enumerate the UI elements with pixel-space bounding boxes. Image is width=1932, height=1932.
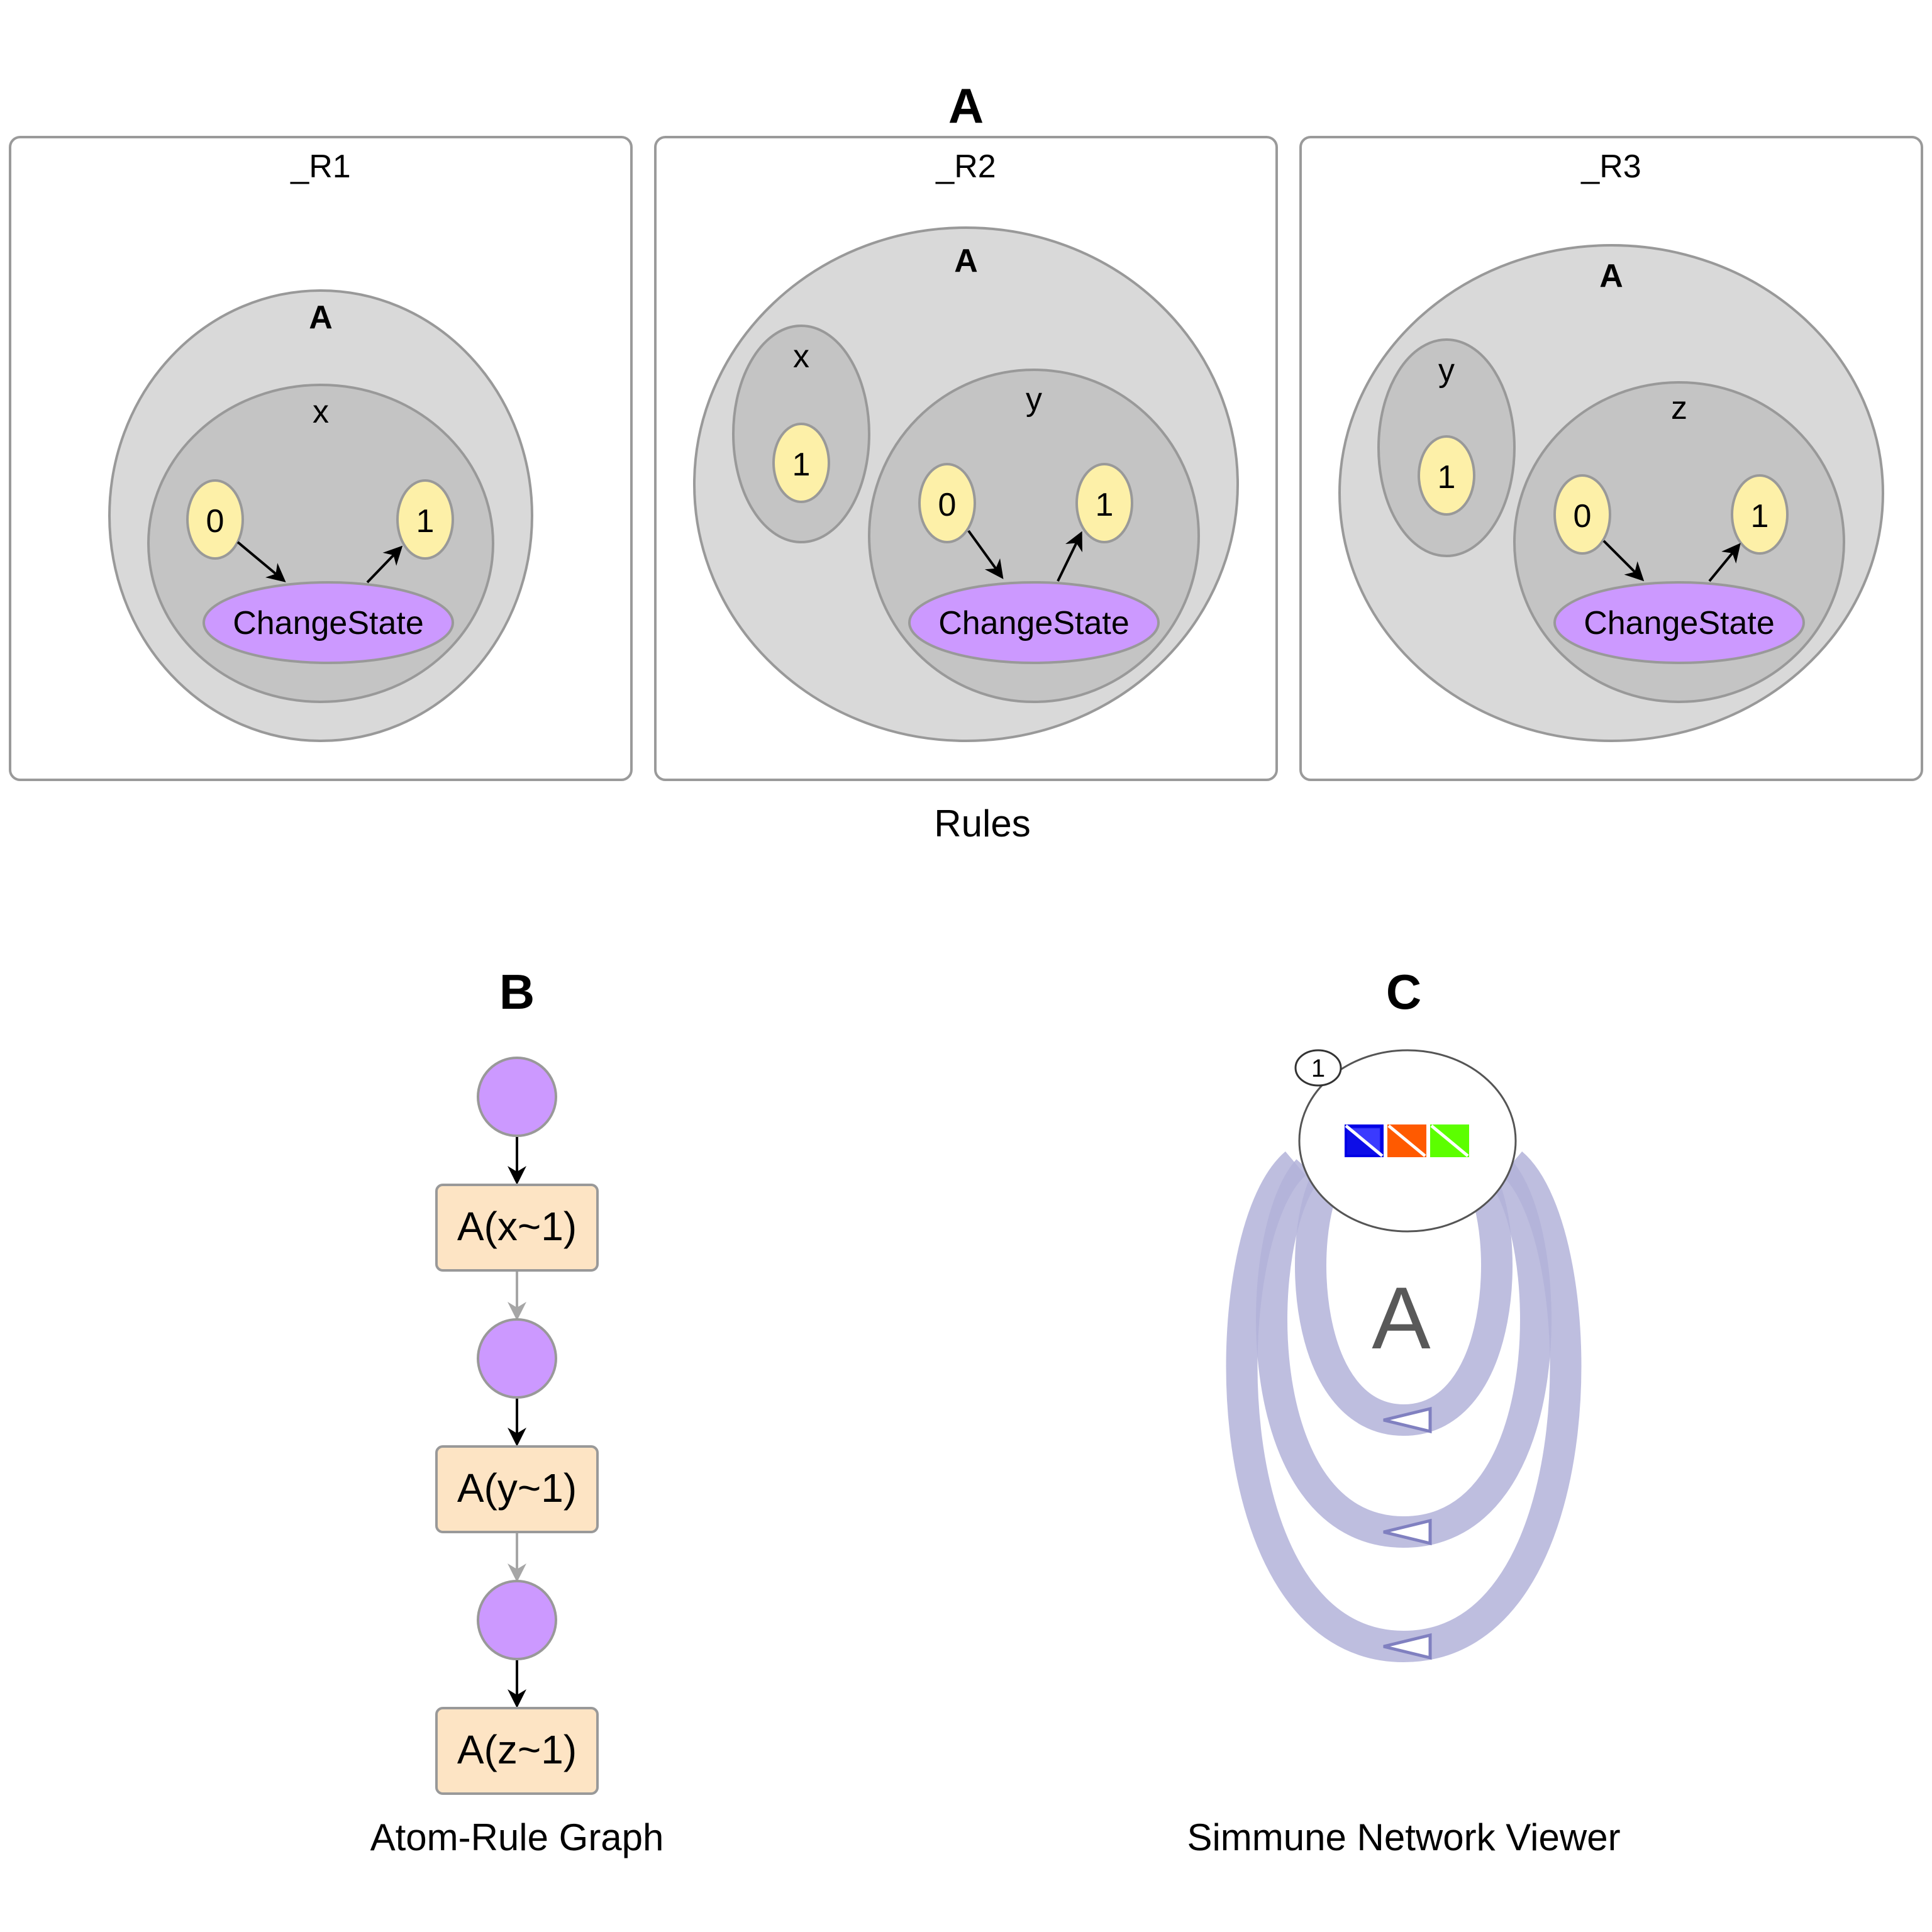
- panel-a: A _R1 A x 0 1 ChangeState _R2 A x: [9, 78, 1923, 845]
- arrow-action-to-state1-r1: [366, 545, 403, 584]
- panel-a-caption: Rules: [934, 802, 1030, 845]
- arrow-action-to-state1-r2: [1057, 531, 1082, 582]
- context-state-1-r3: [1418, 435, 1475, 516]
- rule-box-r3: _R3 A y 1 z 0 1 ChangeState: [1299, 136, 1923, 781]
- rule-node-2: [477, 1318, 557, 1399]
- panel-c: C A: [1187, 964, 1620, 1858]
- state-1-r2: [1075, 463, 1133, 543]
- panel-b: B A(x~1) A(y~1) A(z~1) Atom-Rule Graph: [370, 964, 664, 1858]
- arrow-state0-to-action-r1: [236, 541, 286, 582]
- rule-node-1: [477, 1057, 557, 1137]
- action-changestate-r1-label: ChangeState: [233, 605, 424, 641]
- action-changestate-r2-label: ChangeState: [938, 605, 1130, 641]
- action-changestate-r2: [908, 581, 1160, 664]
- loop-arrowhead-2: [1383, 1518, 1432, 1546]
- state-indicator-blue: [1345, 1124, 1384, 1157]
- rule-r2-title: _R2: [935, 148, 996, 185]
- node-count-badge: [1294, 1049, 1342, 1087]
- atom-node-1: [435, 1184, 599, 1272]
- state-1-r1: [396, 479, 454, 560]
- state-1-r1-label: 1: [416, 503, 435, 540]
- site-x-r1-label: x: [313, 394, 329, 430]
- state-indicator-blue-diag: [1345, 1124, 1384, 1157]
- state-1-r3-label: 1: [1751, 498, 1769, 535]
- rule-box-r1: _R1 A x 0 1 ChangeState: [9, 136, 633, 781]
- node-count-badge-label: 1: [1311, 1055, 1325, 1082]
- action-changestate-r1: [203, 581, 454, 664]
- state-0-r2-label: 0: [938, 487, 957, 523]
- panel-b-letter: B: [499, 964, 535, 1019]
- context-state-1-r2: [772, 423, 830, 503]
- loop-arrowhead-3: [1383, 1633, 1432, 1660]
- rule-box-r2: _R2 A x 1 y 0 1 ChangeState: [654, 136, 1278, 781]
- agent-a-r2-label: A: [954, 243, 978, 279]
- rule-r1-title: _R1: [290, 148, 350, 185]
- agent-a-r3-label: A: [1599, 258, 1623, 294]
- atom-node-1-label: A(x~1): [457, 1204, 577, 1249]
- panel-a-letter: A: [948, 78, 984, 133]
- arrow-state0-to-action-r2: [967, 530, 1004, 579]
- context-site-y-r3-label: y: [1438, 352, 1455, 389]
- rule-r3-title: _R3: [1580, 148, 1641, 185]
- state-indicator-orange-diag: [1387, 1124, 1426, 1157]
- state-1-r3: [1731, 474, 1789, 555]
- state-0-r3: [1553, 474, 1611, 555]
- loop-arrowhead-1: [1383, 1406, 1432, 1434]
- state-0-r1-label: 0: [206, 503, 225, 540]
- state-indicators: [1345, 1124, 1469, 1157]
- site-y-r2-label: y: [1026, 381, 1042, 418]
- site-z-r3-label: z: [1671, 390, 1687, 426]
- context-state-1-r3-label: 1: [1438, 459, 1456, 496]
- state-indicator-orange: [1387, 1124, 1426, 1157]
- atom-node-3-label: A(z~1): [457, 1727, 577, 1772]
- state-0-r2: [918, 463, 976, 543]
- self-loops: [1226, 1151, 1582, 1663]
- agent-a-r1-label: A: [309, 299, 333, 336]
- rule-node-3: [477, 1580, 557, 1660]
- network-node-label: A: [1372, 1269, 1431, 1367]
- panel-b-caption: Atom-Rule Graph: [370, 1816, 664, 1858]
- action-changestate-r3: [1553, 581, 1805, 664]
- state-0-r3-label: 0: [1574, 498, 1592, 535]
- action-changestate-r3-label: ChangeState: [1584, 605, 1775, 641]
- atom-node-2: [435, 1445, 599, 1533]
- state-indicator-green-diag: [1430, 1124, 1469, 1157]
- panel-c-letter: C: [1386, 964, 1421, 1019]
- panel-c-caption: Simmune Network Viewer: [1187, 1816, 1620, 1858]
- state-0-r1: [186, 479, 244, 560]
- arrow-action-to-state1-r3: [1708, 543, 1741, 582]
- state-1-r2-label: 1: [1096, 487, 1114, 523]
- context-site-x-r2-label: x: [793, 338, 809, 375]
- context-state-1-r2-label: 1: [792, 447, 811, 483]
- loop-arrowheads: [1383, 1406, 1432, 1660]
- atom-node-3: [435, 1707, 599, 1795]
- arrow-state0-to-action-r3: [1602, 540, 1645, 582]
- state-indicator-green: [1430, 1124, 1469, 1157]
- atom-node-2-label: A(y~1): [457, 1465, 577, 1511]
